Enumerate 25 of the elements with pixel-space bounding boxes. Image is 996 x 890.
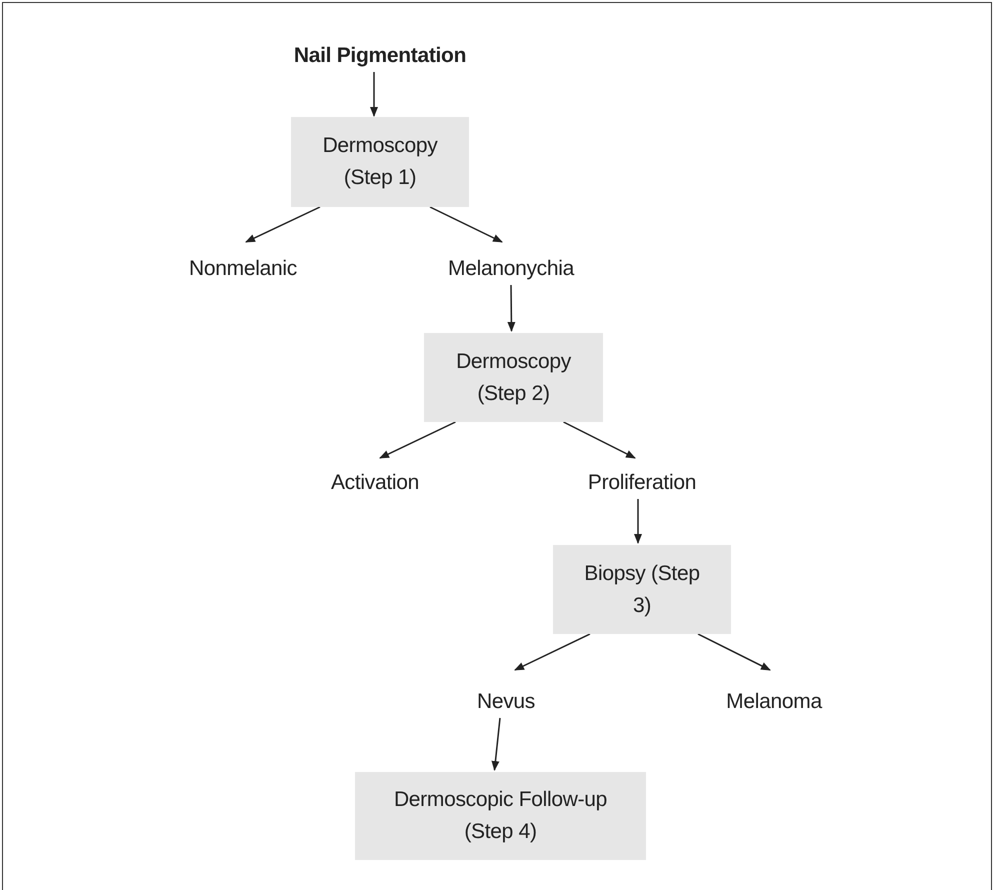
arrow — [245, 206, 320, 243]
node-label: Melanoma — [726, 689, 822, 715]
process-box — [291, 117, 469, 207]
process-box — [424, 333, 603, 422]
process-box — [355, 772, 646, 860]
arrow — [370, 72, 378, 117]
node-label: Proliferation — [588, 470, 696, 496]
node-label: Activation — [330, 470, 420, 496]
node-label: Nonmelanic — [189, 256, 297, 282]
arrow — [634, 499, 642, 544]
node-label: Nevus — [476, 689, 536, 715]
arrow — [514, 633, 590, 671]
node-label: Biopsy (Step 3) — [583, 560, 701, 618]
arrow — [563, 421, 636, 459]
arrow — [491, 718, 501, 771]
process-box — [553, 545, 731, 634]
arrow — [507, 285, 516, 332]
flow-title: Nail Pigmentation — [294, 43, 466, 69]
node-label: Dermoscopy (Step 1) — [322, 133, 438, 191]
arrow — [430, 206, 503, 243]
arrow — [379, 421, 456, 459]
node-label: Dermoscopic Follow-up (Step 4) — [392, 787, 608, 845]
node-label: Dermoscopy (Step 2) — [455, 348, 572, 406]
arrow — [698, 633, 771, 671]
node-label: Melanonychia — [448, 256, 574, 282]
